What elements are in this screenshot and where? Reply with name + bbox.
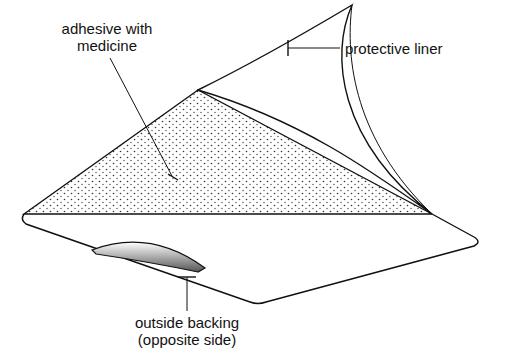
part-label: protective liner — [345, 40, 443, 57]
backing-curl — [92, 242, 205, 272]
leader-line — [187, 277, 188, 311]
patch-body — [22, 214, 478, 304]
liner-edge — [350, 5, 432, 214]
leader-line — [110, 58, 172, 176]
part-label: outside backing (opposite side) — [122, 314, 252, 348]
leader-tick — [168, 174, 178, 180]
protective-liner — [198, 5, 432, 214]
part-label: adhesive with medicine — [55, 20, 159, 54]
leader-line — [288, 48, 340, 49]
